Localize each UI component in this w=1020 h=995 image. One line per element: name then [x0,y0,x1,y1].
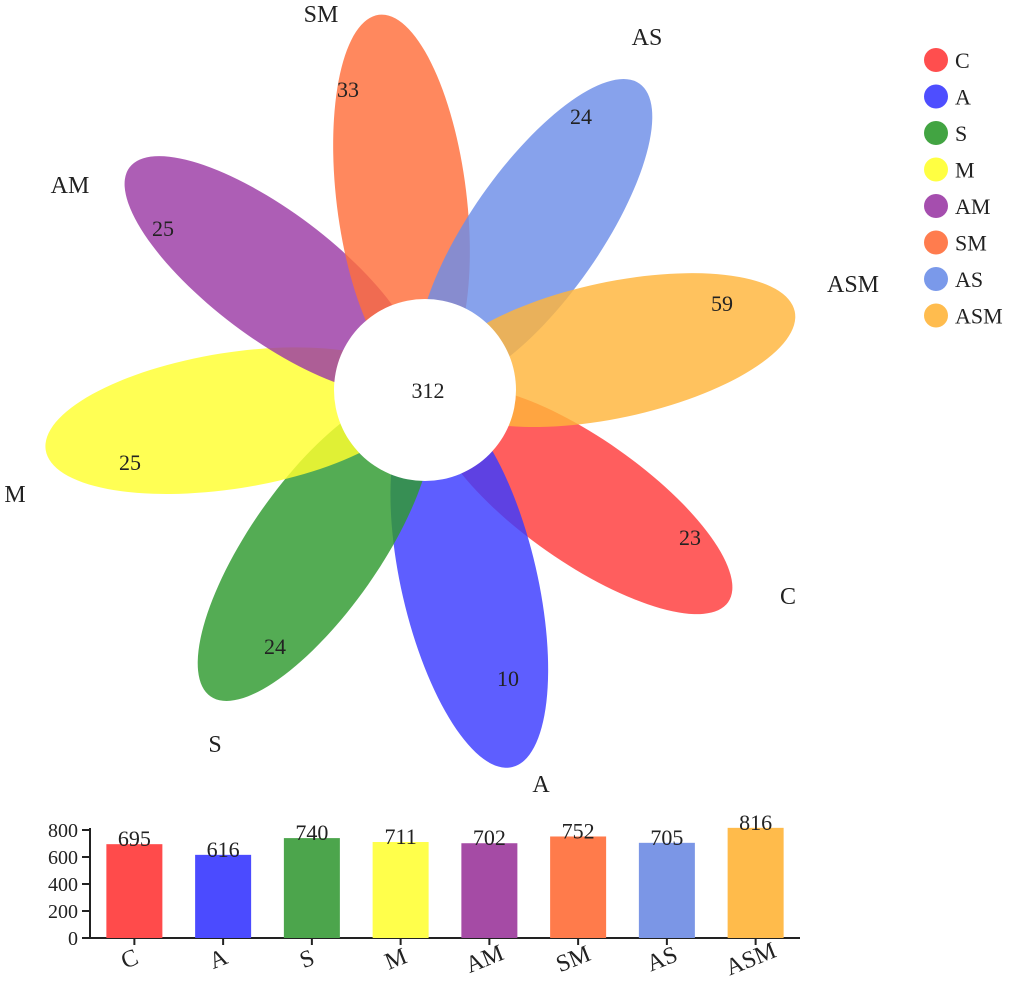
petal-value-m: 25 [119,450,141,475]
petal-m [45,347,418,495]
petal-value-as: 24 [570,104,592,129]
bar-value-m: 711 [385,824,417,849]
legend-marker-a [924,84,948,109]
petal-name-sm: SM [304,2,339,28]
petal-s [197,393,433,701]
x-tick-label-as: AS [643,942,681,978]
petal-as [417,79,653,387]
bar-sm [550,836,607,938]
bar-value-asm: 816 [739,810,772,835]
bar-value-c: 695 [118,826,151,851]
core-circle [334,299,516,481]
legend-marker-s [924,121,948,145]
flower-labels: 312 23C 10A 24S 25M 25 AM 33 SM 24 AS 59 ASM [4,2,879,798]
x-tick-label-a: A [206,944,232,975]
bar-c [106,844,163,938]
y-tick-label-400: 400 [48,874,78,896]
legend-label-as: AS [955,267,983,292]
core-value-label: 312 [412,378,445,403]
bar-value-sm: 752 [562,818,595,843]
y-tick-label-200: 200 [48,901,78,923]
petal-value-sm: 33 [337,77,359,102]
bar-am [461,843,518,938]
bar-asm [727,827,784,938]
y-tick-label-800: 800 [48,820,78,842]
legend-marker-sm [924,230,948,255]
legend-label-c: C [955,48,970,73]
legend-label-a: A [955,85,971,110]
bar-a [195,854,252,938]
petal-value-a: 10 [497,666,519,691]
bar-value-a: 616 [207,837,240,862]
petal-value-c: 23 [679,525,701,550]
petal-a [390,396,549,768]
x-tick-label-c: C [117,944,142,974]
legend-marker-m [924,157,948,182]
petal-name-m: M [4,482,25,508]
petal-c [432,386,733,615]
bar-s [283,838,340,938]
petal-name-c: C [780,584,796,610]
x-tick-label-s: S [296,945,318,974]
petal-value-am: 25 [152,216,174,241]
legend-label-m: M [955,158,975,183]
petal-name-asm: ASM [827,272,879,298]
y-tick-label-600: 600 [48,847,78,869]
x-tick-label-m: M [381,943,411,975]
legend-marker-am [924,194,948,218]
petal-value-asm: 59 [711,291,733,316]
flower-venn-diagram [45,14,796,768]
x-tick-label-sm: SM [553,941,595,978]
bar-as [638,842,695,938]
legend-marker-asm [924,303,948,328]
petal-value-s: 24 [264,634,286,659]
legend-label-am: AM [955,194,990,219]
x-tick-label-am: AM [462,940,508,979]
legend-marker-c [924,48,948,72]
legend-label-sm: SM [955,231,987,256]
x-tick-label-asm: ASM [722,938,780,982]
legend-label-s: S [955,121,967,146]
petal-name-as: AS [632,25,663,51]
bar-m [372,842,429,938]
petal-am [124,156,419,393]
legend-label-asm: ASM [955,304,1003,329]
petal-name-am: AM [51,173,90,199]
y-tick-label-0: 0 [68,928,78,950]
bar-value-am: 702 [473,825,506,850]
petal-asm [430,273,796,428]
bar-value-as: 705 [650,825,683,850]
petal-name-a: A [532,772,550,798]
bar-value-s: 740 [295,820,328,845]
petal-name-s: S [208,732,221,758]
legend-marker-as [924,267,948,291]
